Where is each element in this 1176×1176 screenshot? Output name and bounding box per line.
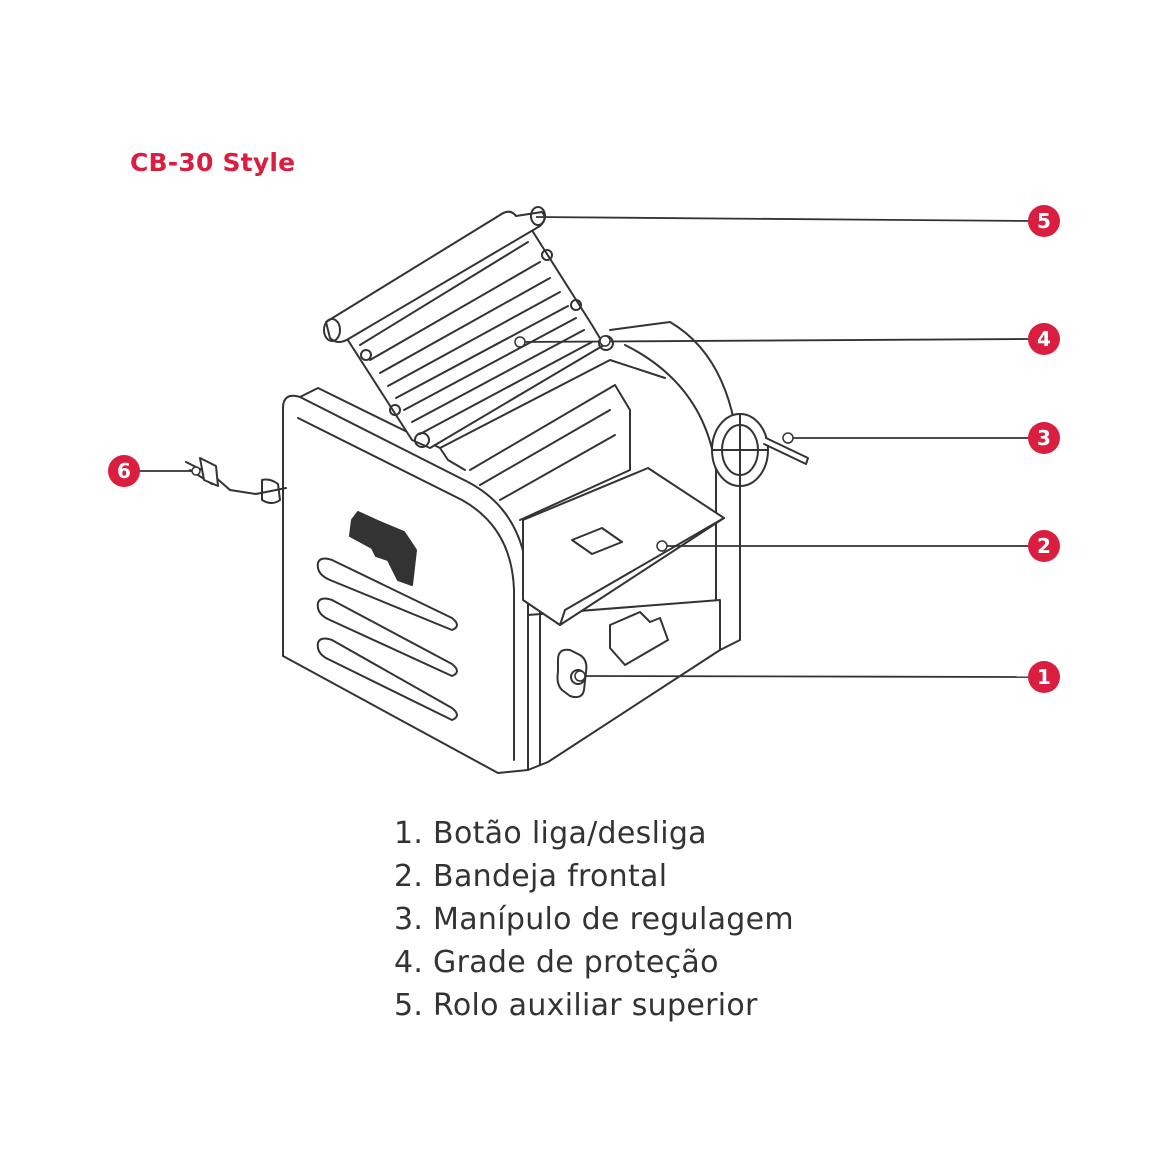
diagram-title: CB-30 Style [130, 148, 296, 177]
callout-5: 5 [1028, 205, 1060, 237]
parts-legend: 1. Botão liga/desliga 2. Bandeja frontal… [394, 812, 794, 1027]
legend-item: 4. Grade de proteção [394, 945, 719, 980]
callout-6: 6 [108, 455, 140, 487]
brand-logo [349, 511, 417, 586]
side-panel [282, 394, 529, 774]
base-housing [527, 599, 721, 771]
power-cord [185, 457, 287, 504]
callout-4-number: 4 [1037, 327, 1051, 351]
legend-item: 2. Bandeja frontal [394, 859, 668, 894]
legend-item: 3. Manípulo de regulagem [394, 902, 794, 937]
callout-2: 2 [1028, 530, 1060, 562]
callout-6-number: 6 [117, 459, 131, 483]
vent-slot [316, 557, 458, 631]
handwheel [711, 413, 809, 487]
vent-slot [316, 637, 458, 721]
leader-dots [191, 335, 794, 682]
callout-1: 1 [1028, 661, 1060, 693]
legend-item: 5. Rolo auxiliar superior [394, 988, 758, 1023]
callout-2-number: 2 [1037, 534, 1051, 558]
callout-3: 3 [1028, 422, 1060, 454]
callout-4: 4 [1028, 323, 1060, 355]
legend-item: 1. Botão liga/desliga [394, 816, 707, 851]
vent-slot [316, 597, 458, 677]
callout-3-number: 3 [1037, 426, 1051, 450]
dough-sheeter-illustration [185, 206, 809, 774]
front-tray [522, 467, 725, 626]
callout-1-number: 1 [1037, 665, 1051, 689]
callout-5-number: 5 [1037, 209, 1051, 233]
callout-badges: 5 4 3 6 2 1 [108, 205, 1060, 693]
